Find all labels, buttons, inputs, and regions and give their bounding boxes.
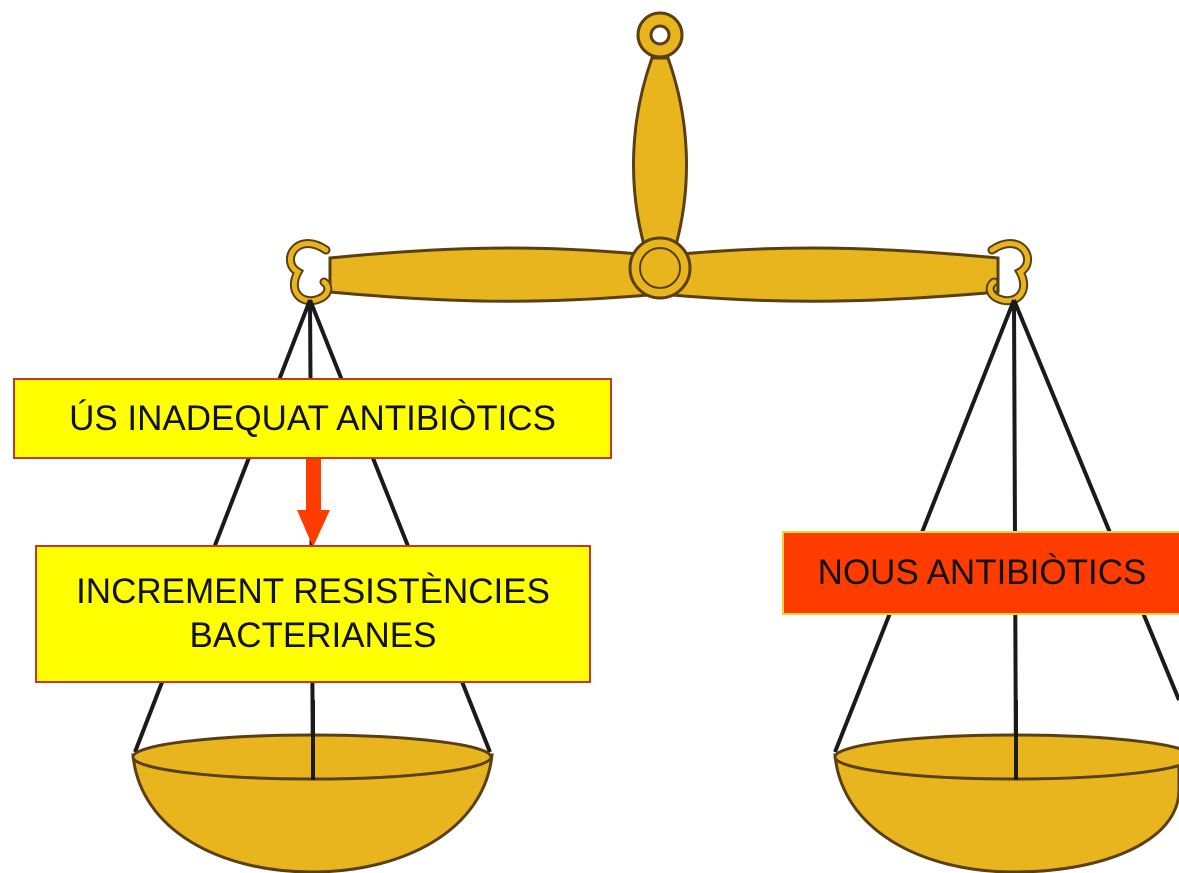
new-antibiotics-label: NOUS ANTIBIÒTICS <box>782 531 1179 615</box>
scale-top-ring-hole <box>651 26 669 44</box>
scale-hub-inner <box>640 248 680 288</box>
right-string-outer-left <box>835 300 1014 752</box>
left-string-outer-right <box>310 300 490 752</box>
right-pan-rim <box>835 735 1179 779</box>
misuse-label: ÚS INADEQUAT ANTIBIÒTICS <box>13 378 612 459</box>
left-string-outer-left <box>135 300 310 752</box>
scale-post <box>634 58 687 245</box>
resistance-label: INCREMENT RESISTÈNCIES BACTERIANES <box>35 545 591 683</box>
right-string-outer-right <box>1014 300 1179 700</box>
arrow-down-icon <box>297 459 330 547</box>
